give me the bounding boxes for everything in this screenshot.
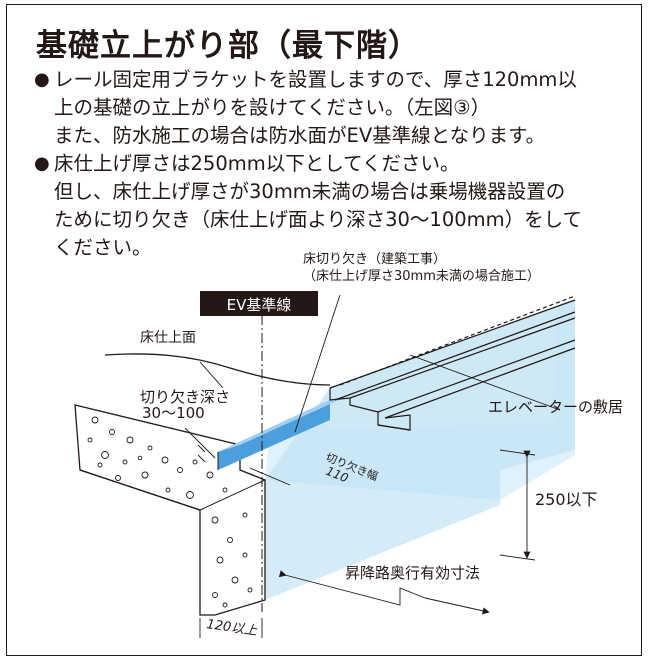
notch-depth-label: 切り欠き深さ (140, 388, 230, 406)
aggregate-texture (87, 416, 253, 608)
note-line: ために切り欠き（床仕上げ面より深さ30～100mm）をして (54, 208, 583, 231)
figure-frame (6, 4, 642, 656)
hoistway-front-plane (265, 300, 575, 500)
dimension-line-hoistway (424, 597, 490, 615)
concrete-foundation (74, 404, 266, 616)
leader-line (409, 354, 561, 411)
dimension-line-hoistway (278, 570, 426, 606)
sill-label: エレベーターの敷居 (488, 398, 623, 416)
page-title: 基礎立上がり部（最下階） (36, 28, 420, 64)
notch-depth-value: 30～100 (142, 404, 205, 422)
hoistway-depth-label: 昇降路奥行有効寸法 (345, 564, 480, 582)
notch-label: 床切り欠き（建築工事） (303, 251, 446, 267)
note-line: また、防水施工の場合は防水面がEV基準線となります。 (54, 124, 546, 147)
leader-line (294, 294, 341, 433)
floor-notch-top (218, 395, 350, 452)
dim-120-label: 120以上 (205, 617, 258, 639)
note-line: 上の基礎の立上がりを設けてください。（左図③） (54, 96, 491, 119)
note-line: ください。 (54, 236, 152, 259)
bullet-icon: ● (34, 69, 50, 90)
note-item: ● 床仕上げ厚さは250mm以下としてください。 但し、床仕上げ厚さが30mm未… (34, 150, 634, 262)
hoistway-wall-plane (265, 470, 500, 600)
note-line: レール固定用ブラケットを設置しますので、厚さ120mm以 (54, 68, 577, 91)
foundation-edge (79, 469, 201, 511)
foundation-edge (199, 479, 266, 511)
ev-baseline-label: EV基準線 (227, 296, 292, 314)
floor-notch (218, 400, 330, 470)
ev-baseline-tag (200, 291, 318, 316)
bullet-icon: ● (34, 153, 50, 174)
extension-line (499, 554, 536, 561)
leader-line (184, 427, 216, 459)
dim-250-label: 250以下 (535, 490, 598, 509)
dimension-line (249, 467, 291, 486)
depth-ticks (197, 444, 206, 463)
floor-finish-line (104, 353, 331, 386)
floor-finish-label: 床仕上面 (140, 330, 196, 346)
leader-line (199, 361, 224, 389)
note-line: 床仕上げ厚さは250mm以下としてください。 (54, 152, 460, 175)
notch-label: （床仕上げ厚さ30mm未満の場合施工） (303, 269, 540, 284)
notes-list: ● レール固定用ブラケットを設置しますので、厚さ120mm以 上の基礎の立上がり… (34, 66, 634, 262)
note-item: ● レール固定用ブラケットを設置しますので、厚さ120mm以 上の基礎の立上がり… (34, 66, 634, 150)
note-line: 但し、床仕上げ厚さが30mm未満の場合は乗場機器設置の (54, 180, 566, 203)
elevator-sill (329, 295, 576, 431)
